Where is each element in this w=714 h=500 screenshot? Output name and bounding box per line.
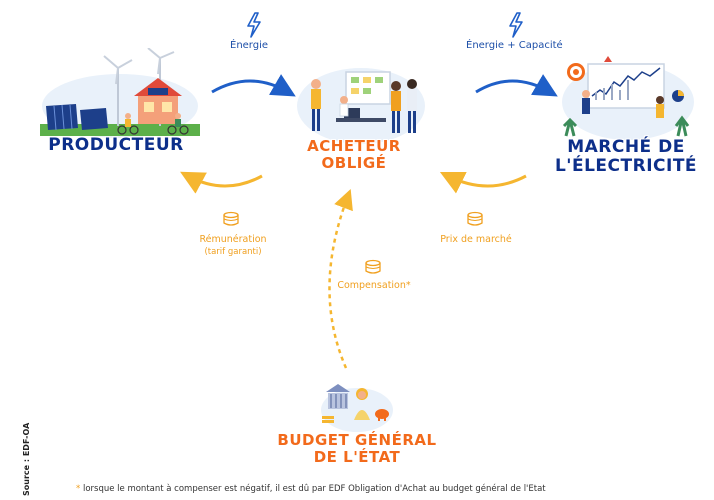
lightning-icon — [247, 12, 261, 38]
label-prix-marche: Prix de marché — [440, 234, 512, 245]
arrow-remuneration — [180, 171, 263, 194]
arrow-energie-capacite — [475, 74, 558, 97]
label-remuneration: Rémunération (tarif garanti) — [178, 234, 288, 258]
coins-icon — [467, 211, 483, 226]
node-acheteur-line1: ACHETEUR — [307, 137, 401, 155]
footnote-star: * — [76, 484, 81, 494]
lightning-icon — [509, 12, 523, 38]
footnote: * lorsque le montant à compenser est nég… — [76, 484, 546, 494]
label-energie-capacite: Énergie + Capacité — [466, 40, 563, 51]
market-chart-illustration — [562, 56, 694, 140]
coins-icon — [223, 211, 239, 226]
coins-icon — [365, 259, 381, 274]
node-acheteur-line2: OBLIGÉ — [321, 154, 387, 172]
node-marche-line2: L'ÉLECTRICITÉ — [554, 156, 698, 176]
node-budget-etat: BUDGET GÉNÉRAL DE L'ÉTAT — [258, 432, 456, 466]
arrow-prix-marche — [439, 171, 527, 194]
label-remuneration-line1: Rémunération — [199, 234, 267, 245]
piggy-bank-illustration — [321, 384, 393, 432]
node-producteur: PRODUCTEUR — [48, 135, 184, 155]
office-team-illustration — [297, 68, 425, 144]
node-marche-line1: MARCHÉ DE — [567, 137, 685, 157]
node-budget-line1: BUDGET GÉNÉRAL — [277, 431, 437, 449]
arrow-compensation — [328, 188, 353, 369]
node-marche-electricite: MARCHÉ DE L'ÉLECTRICITÉ — [540, 138, 712, 176]
label-energie: Énergie — [230, 40, 269, 51]
footnote-text: lorsque le montant à compenser est négat… — [82, 484, 546, 494]
node-budget-line2: DE L'ÉTAT — [313, 448, 401, 466]
label-remuneration-line2: (tarif garanti) — [204, 247, 262, 257]
solar-wind-house-illustration — [40, 48, 200, 138]
source-credit: Source : EDF-OA — [22, 422, 31, 496]
node-acheteur-oblige: ACHETEUR OBLIGÉ — [282, 138, 426, 172]
label-compensation: Compensation* — [337, 280, 411, 291]
arrow-energie — [211, 74, 296, 97]
